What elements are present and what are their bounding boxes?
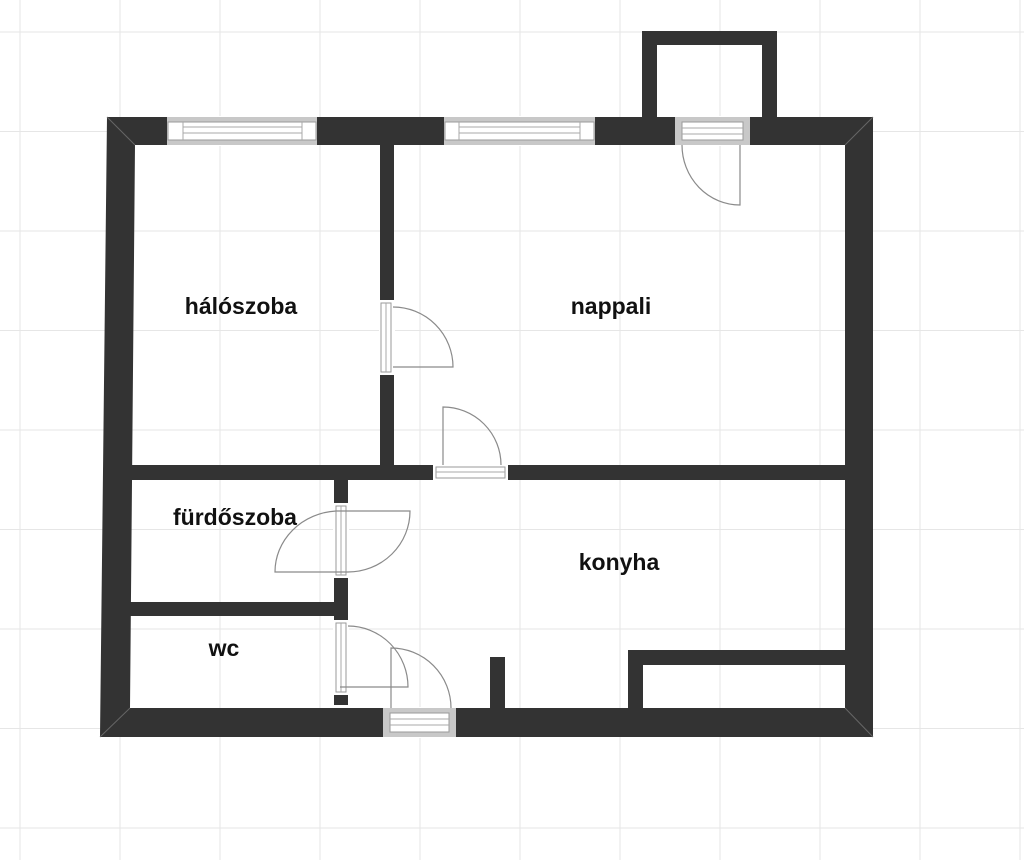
door-bedroom[interactable] <box>392 306 454 368</box>
window-bedroom <box>167 117 317 145</box>
window-living-room <box>444 117 595 145</box>
door-living-room[interactable] <box>442 406 502 466</box>
openings <box>167 116 750 738</box>
wall-bath-wc <box>130 602 340 616</box>
room-label-living-room: nappali <box>571 293 652 319</box>
room-label-bedroom: hálószoba <box>185 293 298 319</box>
balcony-wall <box>642 31 777 117</box>
wall-corners <box>99 116 874 738</box>
kitchen-stub-wall <box>490 657 505 708</box>
door-frames <box>335 117 750 737</box>
room-label-toilet: wc <box>208 635 240 661</box>
kitchen-counter <box>628 650 845 708</box>
door-balcony[interactable] <box>681 144 741 206</box>
door-wc[interactable] <box>340 625 409 688</box>
room-label-kitchen: konyha <box>579 549 660 575</box>
door-entrance[interactable] <box>390 647 452 709</box>
door-bathroom[interactable] <box>274 510 411 573</box>
room-label-bathroom: fürdőszoba <box>173 504 297 530</box>
